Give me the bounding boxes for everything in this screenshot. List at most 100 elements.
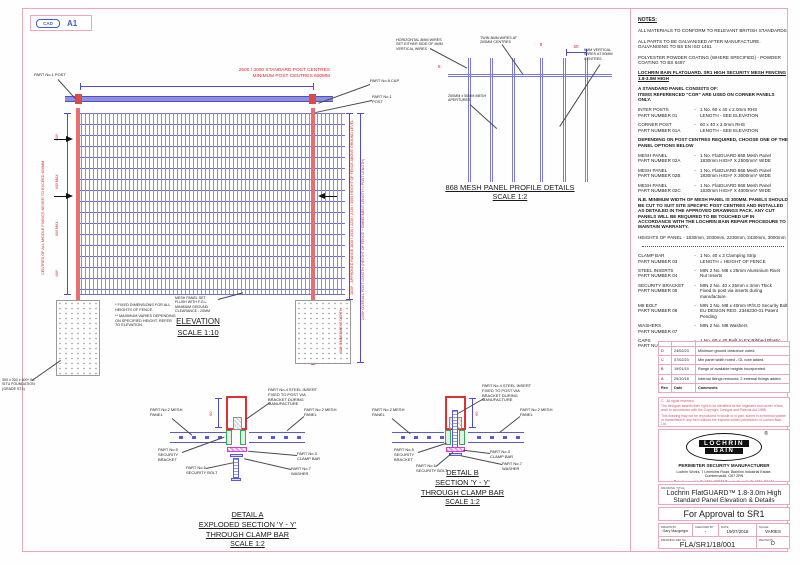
item-name: MESH PANEL: [638, 152, 668, 158]
item-name: CAPS: [638, 338, 651, 344]
detail-a-mesh-left: [170, 432, 226, 443]
dim-50-text: 50: [573, 44, 579, 49]
item-part: PART NUMBER 05: [638, 288, 678, 294]
dim-400-top: 400*: [55, 133, 59, 141]
detail-b-title: DETAIL B: [446, 468, 479, 477]
detail-a-bracket-left: [226, 430, 232, 445]
item-name: CLAMP BAR: [638, 253, 665, 259]
detail-b-label-bracket: PART No.5 SECURITY BRACKET: [394, 447, 415, 462]
notes-heading-line: A STANDARD PANEL CONSISTS OF:: [638, 86, 719, 92]
post-part-label: PART No.1 POST: [372, 94, 392, 104]
detail-a-label-bolt: PART No.6 SECURITY BOLT: [186, 465, 218, 475]
drawing-title-label: DRAWING TITLE: [661, 486, 685, 490]
comment-cell: Minimum ground clearance noted.: [698, 349, 756, 353]
item-desc1: 1 No. 60 x 40 x 2.0mm RHS: [700, 107, 758, 113]
item-desc2: LENGTH - SEE ELEVATION: [700, 112, 759, 118]
detail-b-mesh-right: [468, 432, 524, 443]
profile-caption: 868 MESH PANEL PROFILE DETAILS SCALE 1:2: [415, 183, 605, 201]
notes-paragraph: POLYESTER POWDER COATING (WHERE SPECIFIE…: [638, 54, 781, 66]
rev-cell: C: [659, 356, 672, 365]
copyright-box: © - All rights reserved. The designer as…: [658, 397, 790, 427]
detail-b-subtitle: SECTION 'Y - Y': [435, 478, 490, 487]
notes-heights: HEIGHTS OF PANEL - 1830mm, 2030mm, 2230m…: [638, 234, 786, 240]
dim-600-max-1: 600 MAX: [55, 174, 59, 189]
notes-heading-line: ITEMS REFERENCED "COR" ARE USED ON CORNE…: [638, 91, 775, 103]
lochrin-bain-logo: LOCHRIN BAIN ®: [686, 431, 768, 461]
item-desc2: 1830mm HIGH* X 2500mm* WIDE: [700, 158, 771, 164]
detail-a-subtitle2: THROUGH CLAMP BAR: [205, 530, 290, 539]
approval-status-box: For Approval to SR1: [658, 507, 790, 521]
item-desc-col: MIN 2 No. M8 x 25mm Aluminium Rivet Nut …: [700, 268, 788, 279]
plan-post-centres-note: 2500 / 3000 STANDARD POST CENTRES MINIMU…: [140, 68, 330, 79]
star-note-1: * FIXED DIMENSIONS FOR ALL HEIGHTS OF FE…: [115, 303, 171, 312]
item-part: PART NUMBER 08: [638, 343, 677, 349]
item-desc1: MIN 2 No. 40 x 25mm x 3mm Thick: [700, 282, 772, 288]
detail-b-label-clamp: PART No.3 CLAMP BAR: [490, 449, 514, 459]
drawing-ref-value: FLA/SR1/18/001: [679, 540, 736, 549]
detail-a-label-bracket: PART No.5 SECURITY BRACKET: [158, 447, 179, 462]
scale-cell: SCALE VARIES: [757, 524, 789, 536]
item-desc-col: MIN 2 No. M8 x 40mm IP/S.D Security Bolt…: [700, 303, 788, 319]
rev-cell: A: [659, 374, 672, 383]
ground-clearance-note: MESH PANEL SET FLUSH WITH F.G.L. MINIMUM…: [175, 296, 211, 313]
registered-mark-icon: ®: [764, 431, 768, 437]
manufacturer-address-2: Cumbernauld, G67 2RN: [704, 474, 744, 479]
detail-b-scale: SCALE 1:2: [445, 499, 480, 506]
copyright-line: © - All rights reserved.: [661, 399, 695, 403]
fence-height-dimension: [346, 113, 353, 300]
item-desc2: Fixed to post via inserts during manufac…: [700, 288, 763, 299]
date-value: 19/07/2018: [726, 529, 749, 534]
checked-by-label: CHECKED BY: [695, 525, 714, 529]
item-dash: -: [694, 268, 696, 273]
detail-b-bracket-right: [459, 430, 465, 445]
drawing-title-line2: Standard Panel Elevation & Details: [673, 497, 775, 504]
cad-badge: CAD: [36, 18, 60, 28]
date-cell: DATE 19/07/2018: [719, 524, 757, 536]
logo-text-bain: BAIN: [704, 448, 744, 454]
detail-a-label-clamp: PART No.3 CLAMP BAR: [297, 451, 321, 461]
detail-b-bolt: [452, 410, 458, 448]
revision-value: D: [771, 541, 775, 547]
detail-b-clamp-bar: [446, 447, 465, 452]
notes-heading-flatguard: LOCHRIN BAIN FLATGUARD. SR1 HIGH SECURIT…: [638, 70, 787, 81]
profile-label-horizontal-wires: HORIZONTAL 8MM WIRES SET EITHER SIDE OF …: [396, 38, 443, 51]
item-part: PART NUMBER 04: [638, 273, 678, 279]
profile-vertical-wire: [468, 58, 471, 182]
tel-value: +44 (0) 1236 457333: [692, 479, 725, 482]
plan-view-fence-run: [65, 96, 333, 102]
detail-a-label-mesh-left: PART No.2 MESH PANEL: [150, 407, 183, 417]
notes-nb-paragraph: N.B. MINIMUM WIDTH OF MESH PANEL IS 300M…: [638, 197, 788, 230]
manufacturer-box: LOCHRIN BAIN ® PERIMETER SECURITY MANUFA…: [658, 429, 790, 482]
item-desc-col: MIN 2 No. M8 Washers: [700, 323, 788, 334]
date-header: Date: [672, 383, 696, 393]
notes-divider: [642, 245, 784, 248]
item-desc2: 1830mm HIGH* X 4000mm* WIDE: [700, 187, 771, 193]
item-name: SECURITY BRACKET: [638, 282, 685, 288]
item-desc2: EU DESIGN REG. 2346230-01 Patent Pending: [700, 308, 779, 319]
plan-post-part-label: PART No.1 POST: [34, 72, 66, 77]
profile-label-vertical-wires: 6MM VERTICAL WIRES AT 50MM CENTRES: [584, 48, 613, 61]
date-cell: 07/02/23: [672, 356, 696, 365]
detail-a-title: DETAIL A: [231, 510, 264, 519]
sheet-border: [22, 8, 788, 552]
item-dash: -: [694, 323, 696, 329]
elevation-title: ELEVATION: [176, 317, 220, 326]
profile-label-twin-wires: TWIN 8MM WIRES AT 200MM CENTRES: [480, 36, 517, 45]
comment-cell: Range of available heights incorporated.: [698, 367, 766, 372]
